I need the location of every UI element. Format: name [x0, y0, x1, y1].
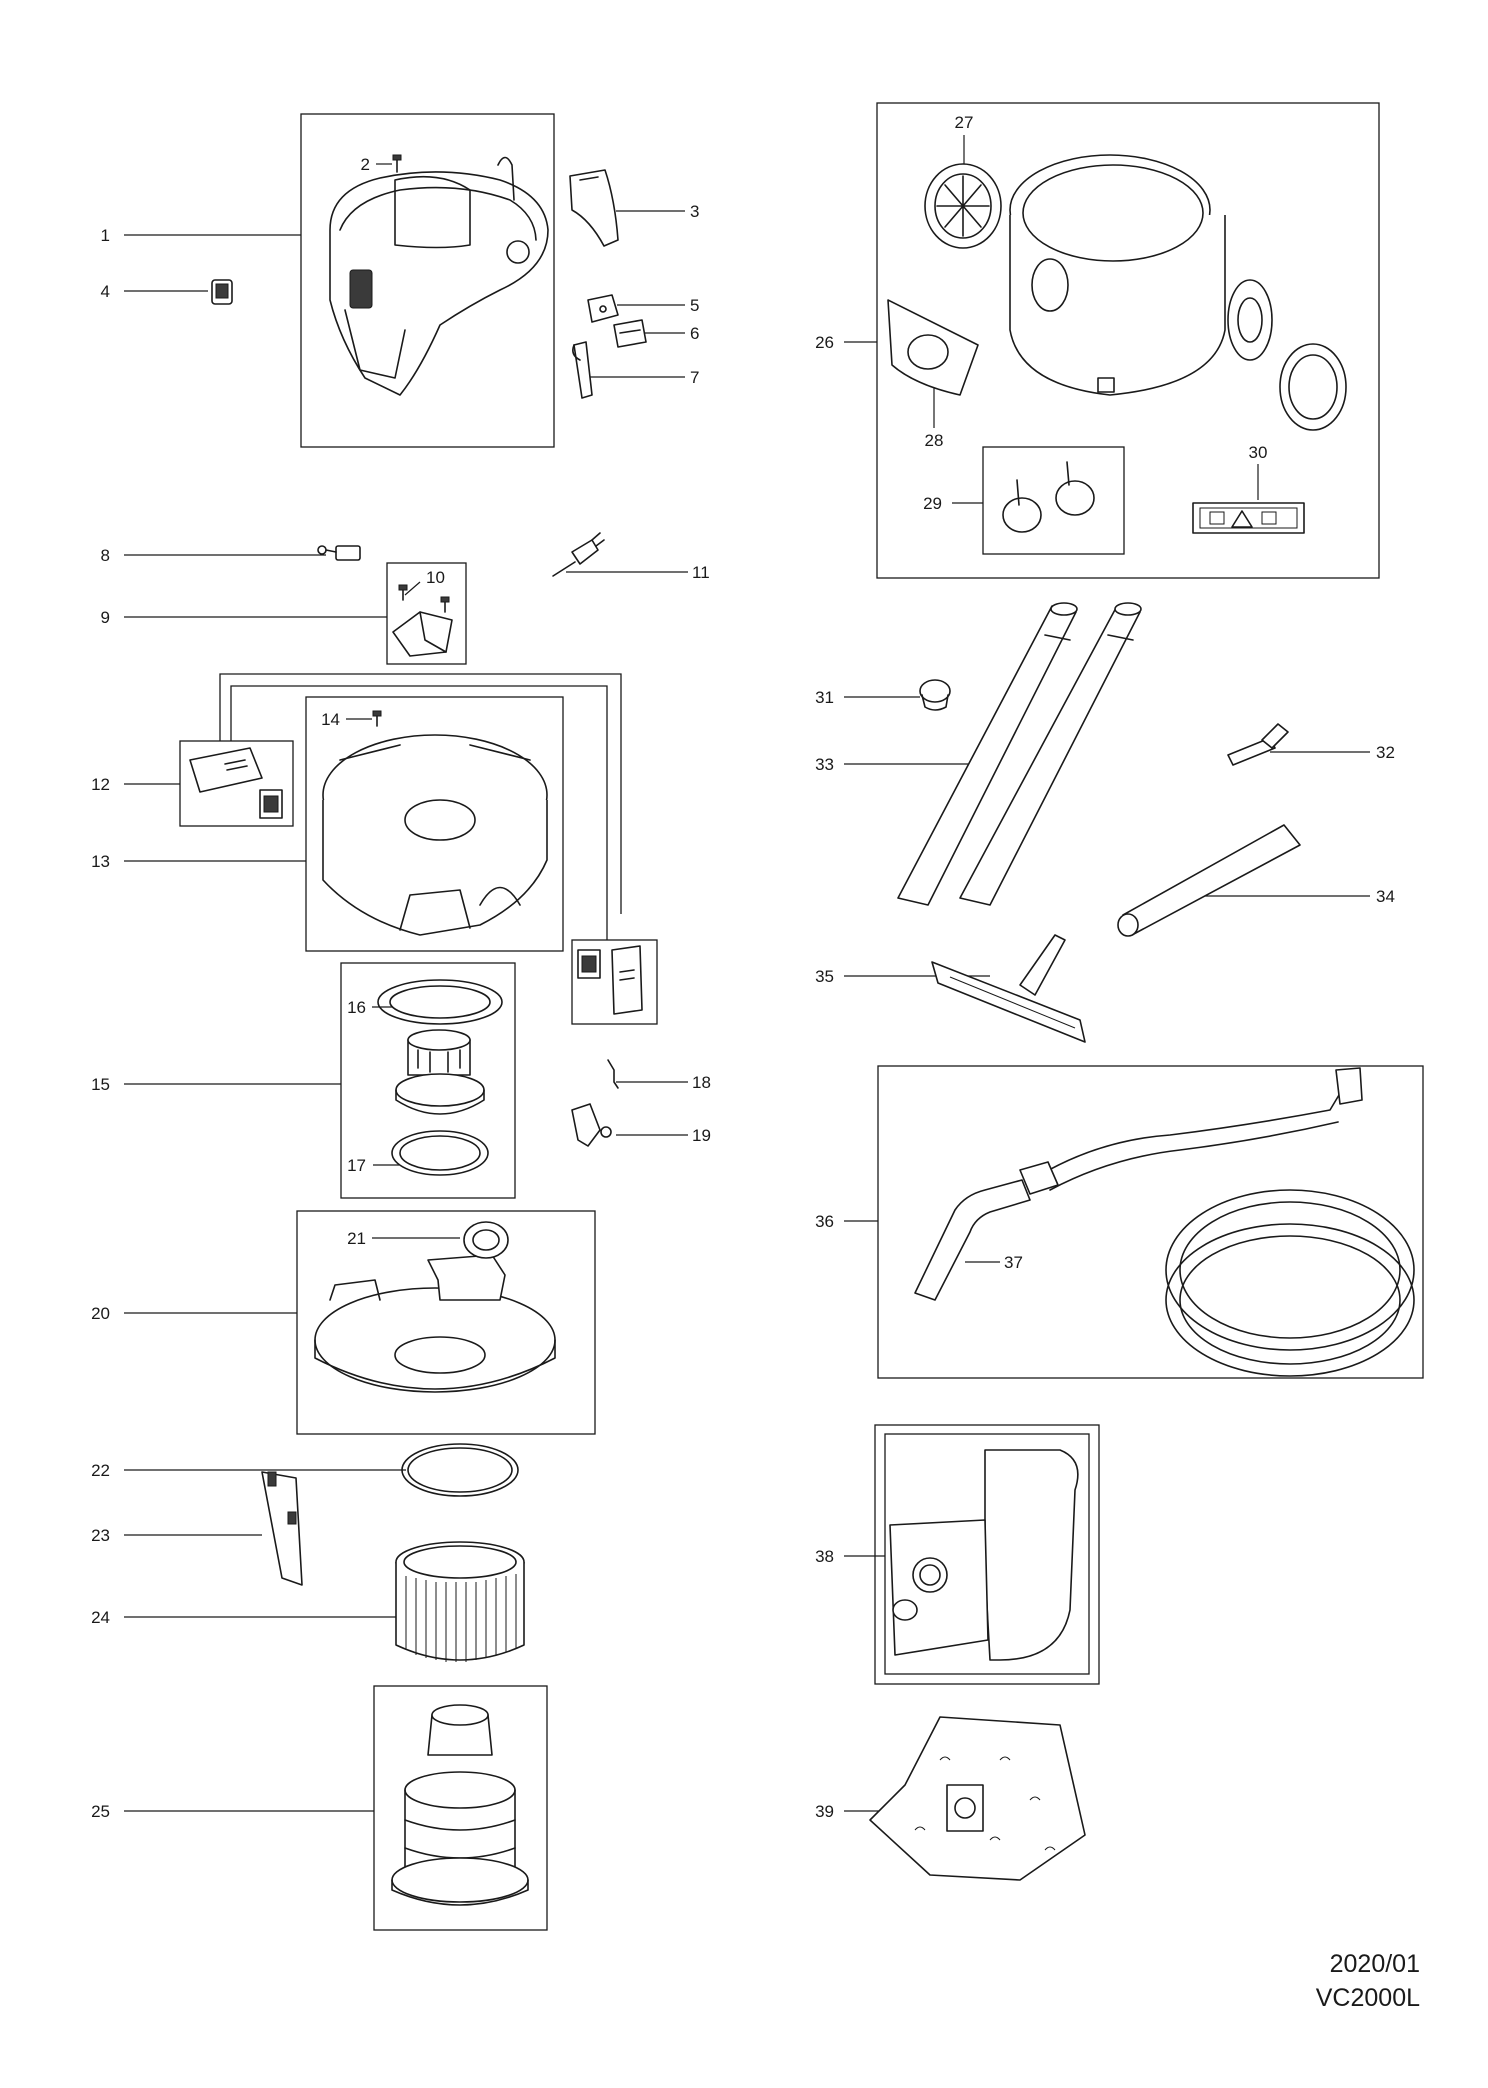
callout-28: 28	[925, 431, 944, 450]
part-39-paper-bag	[869, 1716, 1086, 1881]
part-11-power-cord	[552, 532, 605, 577]
box-part-13	[305, 696, 564, 952]
part-22-gasket	[401, 1443, 519, 1497]
callout-26: 26	[815, 333, 834, 352]
callout-23: 23	[91, 1526, 110, 1545]
leader-lines	[124, 135, 1370, 1812]
part-13-motor-housing	[322, 734, 548, 936]
callout-37: 37	[1004, 1253, 1023, 1272]
box-tank	[876, 102, 1380, 579]
part-38-cloth-bag	[889, 1449, 1079, 1661]
box-part-20	[296, 1210, 596, 1435]
bracket-12-inner	[230, 685, 608, 940]
callout-3: 3	[690, 202, 699, 221]
box-part-15	[340, 962, 516, 1199]
callout-2: 2	[361, 155, 370, 174]
callout-38: 38	[815, 1547, 834, 1566]
callout-29: 29	[923, 494, 942, 513]
callout-34: 34	[1376, 887, 1395, 906]
part-3-switch-cover	[569, 169, 619, 247]
callout-35: 35	[815, 967, 834, 986]
part-21-intake	[463, 1221, 509, 1259]
part-36-hose	[1019, 1067, 1415, 1377]
box-part-25	[373, 1685, 548, 1931]
callout-20: 20	[91, 1304, 110, 1323]
callout-33: 33	[815, 755, 834, 774]
callout-19: 19	[692, 1126, 711, 1145]
bracket-12-outer	[219, 673, 622, 914]
part-7-lever	[572, 341, 593, 399]
callout-13: 13	[91, 852, 110, 871]
callout-4: 4	[101, 282, 110, 301]
callout-labels: 1 2 3 4 5 6 7 8 9 10 11 12 13 14 15 16 1…	[91, 113, 1395, 1821]
part-30-label	[1192, 502, 1305, 534]
part-5-pad	[587, 294, 619, 323]
part-29-casters	[1002, 461, 1095, 533]
callout-9: 9	[101, 608, 110, 627]
callout-16: 16	[347, 998, 366, 1017]
part-9-brush-holder	[392, 611, 453, 657]
box-bag-outer	[874, 1424, 1100, 1685]
callout-27: 27	[955, 113, 974, 132]
box-part-9	[386, 562, 467, 665]
box-bag-inner	[884, 1433, 1090, 1675]
callout-1: 1	[101, 226, 110, 245]
callout-5: 5	[690, 296, 699, 315]
part-10-screw	[398, 584, 450, 613]
callout-21: 21	[347, 1229, 366, 1248]
box-part-29	[982, 446, 1125, 555]
callout-7: 7	[690, 368, 699, 387]
part-32-upholstery-nozzle	[1227, 723, 1289, 766]
box-part-12b	[571, 939, 658, 1025]
callout-39: 39	[815, 1802, 834, 1821]
part-4-socket	[211, 279, 233, 305]
callout-17: 17	[347, 1156, 366, 1175]
part-boxes	[179, 102, 1424, 1931]
callout-25: 25	[91, 1802, 110, 1821]
callout-6: 6	[690, 324, 699, 343]
part-25-filter-cage	[391, 1704, 529, 1906]
callout-11: 11	[692, 563, 710, 582]
part-19-clip	[571, 1103, 612, 1147]
footer-model-number: VC2000L	[1315, 1984, 1420, 2012]
part-23-filter-flap	[261, 1471, 303, 1586]
part-37-handle-tube	[914, 1179, 1031, 1301]
part-28-inlet	[887, 299, 979, 396]
part-31-adapter	[919, 679, 951, 711]
callout-14: 14	[321, 710, 340, 729]
part-34-crevice-tube	[1117, 824, 1301, 937]
part-27-wheel	[924, 163, 1002, 249]
part-14-screw	[372, 710, 382, 727]
callout-10: 10	[426, 568, 445, 587]
part-15-motor	[395, 1029, 485, 1115]
part-33-extension-tubes	[897, 602, 1142, 906]
part-35-floor-nozzle	[931, 934, 1086, 1043]
callout-30: 30	[1249, 443, 1268, 462]
part-8-carbon-brush	[317, 545, 361, 561]
callout-22: 22	[91, 1461, 110, 1480]
part-18-wire	[607, 1059, 619, 1089]
part-26-tank	[1009, 154, 1347, 431]
part-1-motor-head-cover	[329, 156, 549, 396]
callout-24: 24	[91, 1608, 110, 1627]
callout-8: 8	[101, 546, 110, 565]
part-17-seal-ring	[391, 1130, 489, 1176]
part-24-cartridge-filter	[395, 1541, 525, 1662]
part-20-lower-housing	[314, 1254, 556, 1393]
box-hose	[877, 1065, 1424, 1379]
part-16-gasket-ring	[377, 979, 503, 1025]
part-6-clip	[613, 319, 647, 348]
callout-18: 18	[692, 1073, 711, 1092]
callout-15: 15	[91, 1075, 110, 1094]
callout-32: 32	[1376, 743, 1395, 762]
part-2-screw	[392, 154, 402, 173]
footer-date: 2020/01	[1329, 1950, 1420, 1978]
part-12b-cover-plates	[577, 945, 643, 1015]
callout-31: 31	[815, 688, 834, 707]
part-12-cover-plates	[189, 747, 283, 819]
callout-12: 12	[91, 775, 110, 794]
box-motor-head	[300, 113, 555, 448]
callout-36: 36	[815, 1212, 834, 1231]
